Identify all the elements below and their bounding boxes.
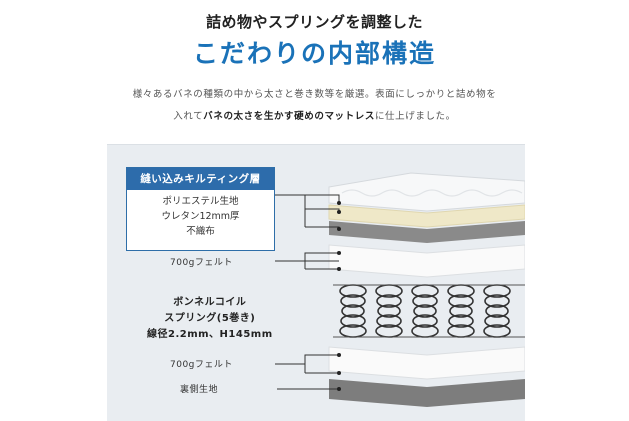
- quilting-item-urethane: ウレタン12mm厚: [161, 211, 240, 222]
- back-fabric-layer: [329, 379, 525, 407]
- coil-label-line-2: スプリング(5巻き): [164, 313, 256, 324]
- quilting-layer-items: ポリエステル生地 ウレタン12mm厚 不織布: [127, 190, 274, 239]
- description-highlight: バネの太さを生かす硬めのマットレス: [203, 111, 375, 122]
- felt-bottom-label: 700gフェルト: [170, 360, 233, 370]
- quilting-item-polyester: ポリエステル生地: [162, 196, 239, 207]
- urethane-layer: [328, 204, 525, 228]
- quilting-item-nonwoven: 不織布: [186, 226, 215, 237]
- description-line-2-start: 入れて: [173, 111, 204, 122]
- coil-label-line-3: 線径2.2mm、H145mm: [147, 329, 273, 340]
- mattress-structure-diagram: 縫い込みキルティング層 ポリエステル生地 ウレタン12mm厚 不織布 700gフ…: [107, 144, 525, 421]
- back-fabric-label: 裏側生地: [180, 385, 219, 395]
- description: 様々あるバネの種類の中から太さと巻き数等を厳選。表面にしっかりと詰め物を 入れて…: [40, 84, 589, 128]
- section-subtitle: 詰め物やスプリングを調整した: [205, 13, 423, 31]
- quilting-layer-box: 縫い込みキルティング層 ポリエステル生地 ウレタン12mm厚 不織布: [126, 167, 275, 251]
- leader-lines: [275, 194, 340, 390]
- description-line-2-end: に仕上げました。: [374, 111, 456, 122]
- nonwoven-layer: [329, 221, 525, 243]
- description-line-2: 入れてバネの太さを生かす硬めのマットレスに仕上げました。: [40, 106, 589, 128]
- felt-top-label: 700gフェルト: [170, 258, 233, 268]
- felt-top-layer: [328, 244, 525, 278]
- coil-label-line-1: ボンネルコイル: [173, 297, 247, 308]
- quilting-layer-header: 縫い込みキルティング層: [127, 168, 274, 190]
- section-title: こだわりの内部構造: [192, 39, 436, 68]
- coil-spring-label: ボンネルコイル スプリング(5巻き) 線径2.2mm、H145mm: [147, 295, 273, 343]
- mattress-layers-illustration: [275, 172, 525, 407]
- felt-bottom-layer: [328, 346, 525, 380]
- leader-dots: [337, 201, 341, 391]
- bonnel-coil-springs: [333, 284, 525, 338]
- quilted-top-layer: [328, 172, 525, 212]
- description-line-1: 様々あるバネの種類の中から太さと巻き数等を厳選。表面にしっかりと詰め物を: [132, 89, 497, 100]
